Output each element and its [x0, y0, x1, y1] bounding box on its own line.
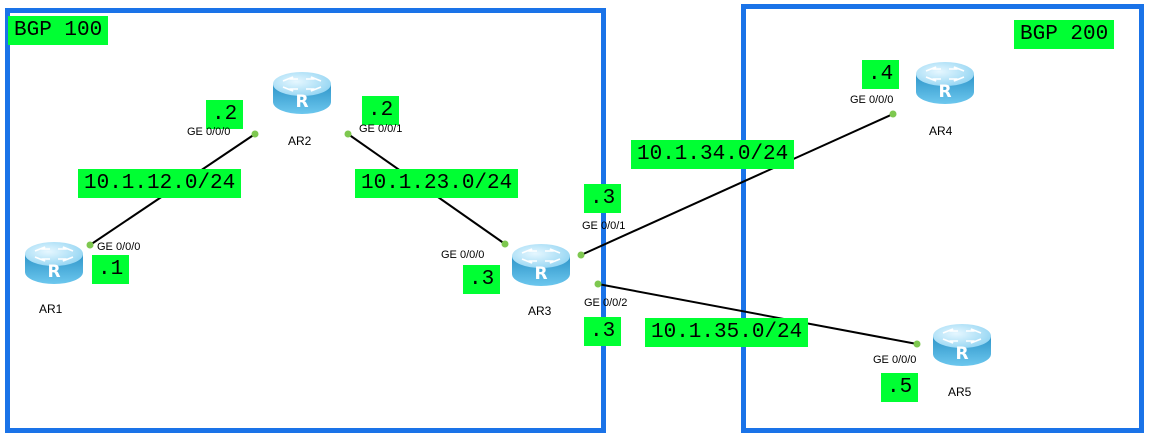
- port-dot: [913, 340, 921, 348]
- router-name-ar4: AR4: [929, 124, 953, 138]
- router-name-ar5: AR5: [948, 385, 972, 399]
- ip-label-ar4: .4: [862, 60, 900, 89]
- iface-label-ar5: GE 0/0/0: [873, 354, 917, 366]
- network-label: 10.1.34.0/24: [631, 140, 795, 169]
- iface-label-ar4: GE 0/0/0: [850, 94, 894, 106]
- ip-label-ar1: .1: [92, 255, 130, 284]
- router-icon[interactable]: R: [931, 322, 993, 368]
- iface-label-ar3-g0: GE 0/0/0: [441, 249, 485, 261]
- ip-label-ar3-g0: .3: [463, 265, 501, 294]
- router-icon[interactable]: R: [510, 242, 572, 288]
- router-icon[interactable]: R: [914, 60, 976, 106]
- as-box-bgp-200: [741, 4, 1144, 433]
- port-dot: [501, 240, 509, 248]
- as-box-bgp-100: [5, 8, 606, 433]
- port-dot: [577, 251, 585, 259]
- svg-text:R: R: [47, 262, 60, 282]
- network-label: 10.1.35.0/24: [645, 318, 809, 347]
- router-icon[interactable]: R: [271, 70, 333, 116]
- port-dot: [251, 130, 259, 138]
- router-icon[interactable]: R: [23, 240, 85, 286]
- ip-label-ar2-g0: .2: [206, 100, 244, 129]
- router-name-ar3: AR3: [528, 304, 552, 318]
- router-name-ar1: AR1: [39, 302, 63, 316]
- iface-label-ar2-g1: GE 0/0/1: [359, 123, 403, 135]
- network-label: 10.1.23.0/24: [355, 169, 519, 198]
- iface-label-ar2-g0: GE 0/0/0: [187, 126, 231, 138]
- as-label-bgp-200: BGP 200: [1014, 20, 1115, 49]
- port-dot: [889, 110, 897, 118]
- link-ar3-ar4: [580, 113, 894, 256]
- link-ar3-ar5: [597, 283, 918, 345]
- iface-label-ar1: GE 0/0/0: [97, 241, 141, 253]
- port-dot: [594, 280, 602, 288]
- ip-label-ar5: .5: [881, 373, 919, 402]
- ip-label-ar3-g2: .3: [584, 317, 622, 346]
- port-dot: [86, 241, 94, 249]
- ip-label-ar2-g1: .2: [362, 96, 400, 125]
- network-label: 10.1.12.0/24: [78, 169, 242, 198]
- iface-label-ar3-g2: GE 0/0/2: [584, 297, 628, 309]
- svg-text:R: R: [938, 82, 951, 102]
- svg-text:R: R: [534, 264, 547, 284]
- router-name-ar2: AR2: [288, 134, 312, 148]
- port-dot: [344, 130, 352, 138]
- svg-text:R: R: [955, 344, 968, 364]
- iface-label-ar3-g1: GE 0/0/1: [582, 220, 626, 232]
- svg-text:R: R: [295, 92, 308, 112]
- ip-label-ar3-g1: .3: [584, 184, 622, 213]
- as-label-bgp-100: BGP 100: [8, 16, 109, 45]
